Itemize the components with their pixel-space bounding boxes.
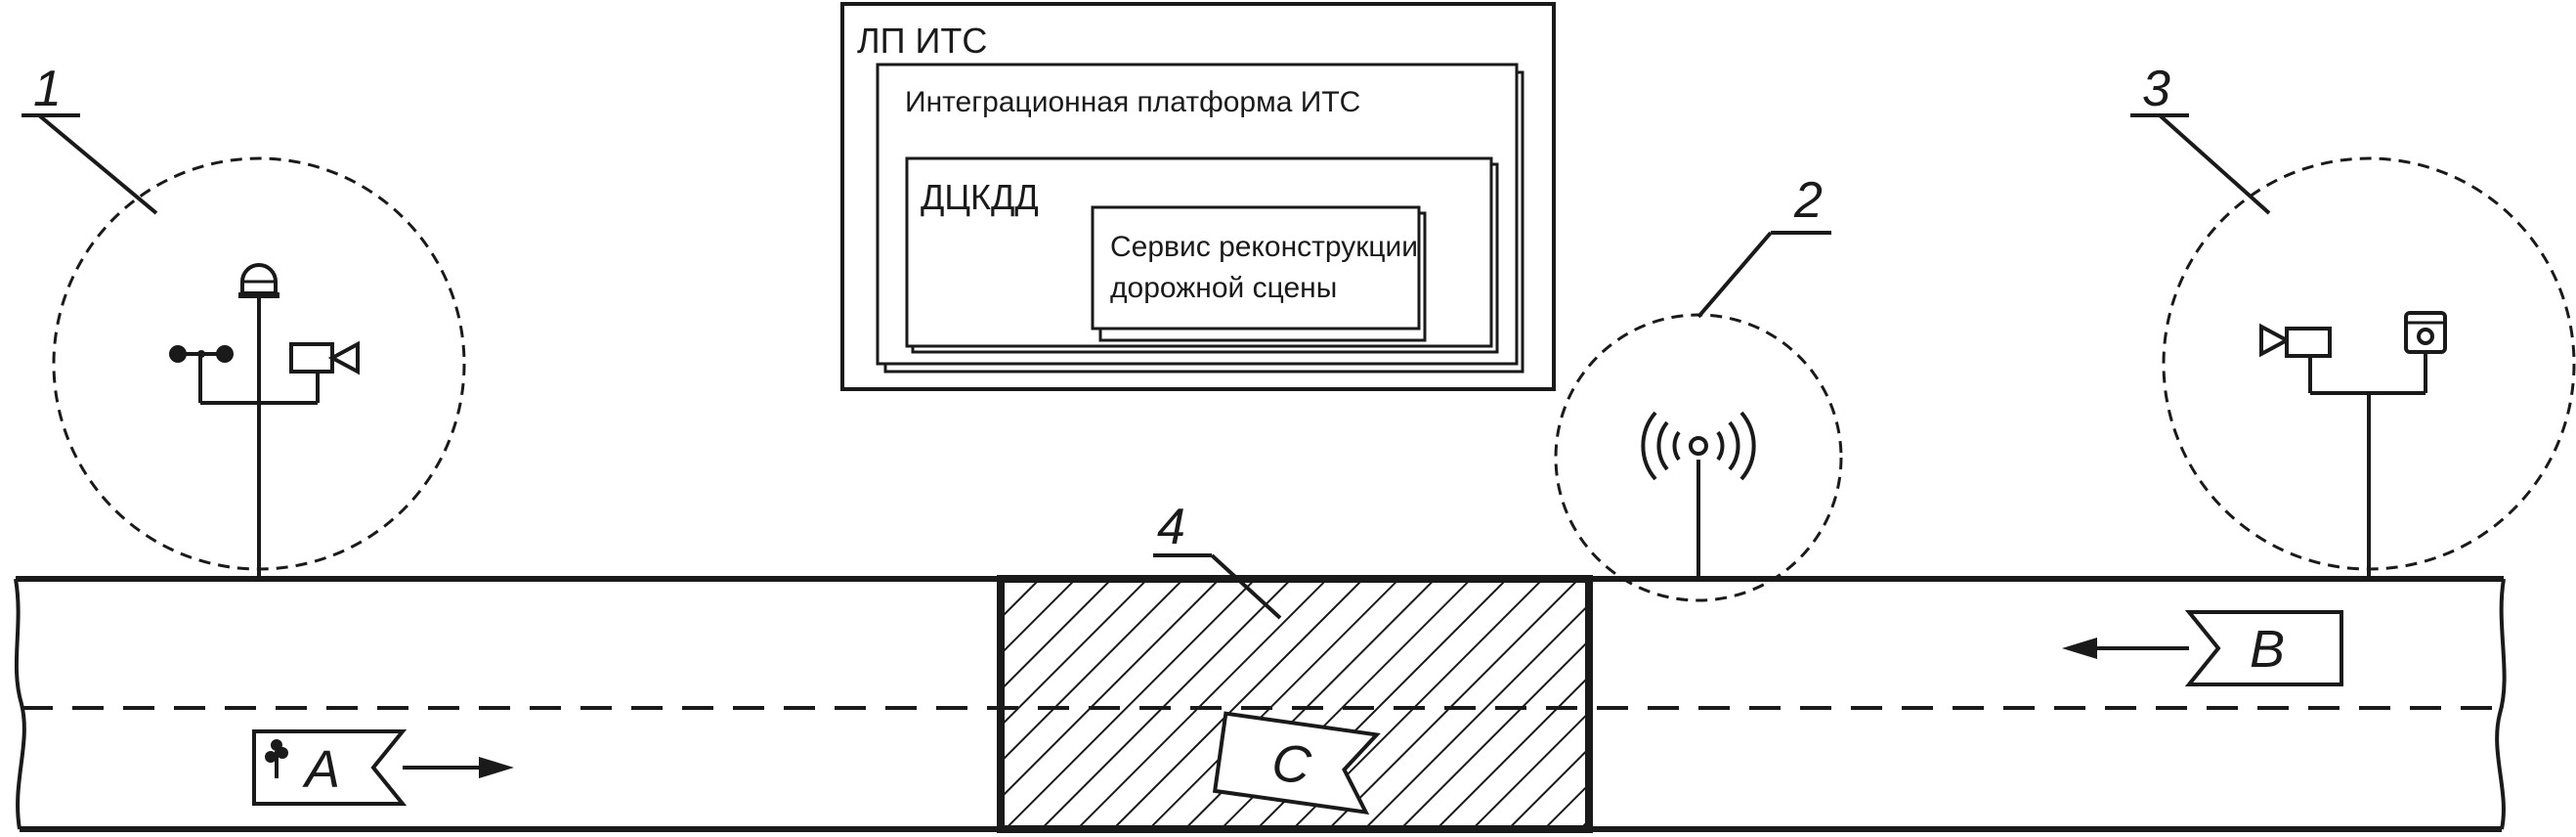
roadside-unit-2: 2 [1554, 172, 1843, 602]
weather-sensor-icon [169, 345, 234, 363]
lp-its-title: ЛП ИТС [857, 21, 987, 61]
callout-2: 2 [1793, 172, 1823, 229]
road-left-break [14, 578, 26, 830]
dome-lamp-icon [238, 263, 279, 298]
roadside-unit-1: 1 [21, 61, 466, 579]
platform-title: Интеграционная платформа ИТС [905, 86, 1360, 118]
vehicle-a: A [252, 729, 514, 806]
vehicle-a-body [252, 729, 408, 806]
callout-4-group: 4 [1153, 499, 1282, 620]
road-right-break [2495, 578, 2507, 830]
vehicle-b: B [2062, 610, 2343, 686]
camera-icon [289, 340, 360, 375]
radar-icon [2404, 311, 2447, 354]
radio-antenna-icon [1641, 411, 1756, 481]
roadside-unit-3: 3 [2130, 61, 2576, 579]
arrow-right-icon [403, 757, 514, 778]
leader-3 [2158, 113, 2271, 215]
service-box [1091, 205, 1421, 330]
callout-1: 1 [33, 61, 62, 117]
leader-2 [1696, 231, 1773, 319]
camera-icon [2259, 323, 2332, 358]
service-title-line2: дорожной сцены [1110, 272, 1337, 304]
vehicle-c: C [1212, 711, 1381, 815]
arrow-left-icon [2062, 638, 2189, 659]
callout-4: 4 [1157, 499, 1185, 555]
system-box: ЛП ИТС Интеграционная платформа ИТС ДЦКД… [840, 2, 1556, 391]
tree-icon [265, 739, 288, 778]
vehicle-b-label: B [2250, 620, 2285, 679]
vehicle-c-label: C [1268, 732, 1315, 796]
vehicle-a-label: A [302, 740, 340, 799]
leader-1 [37, 113, 158, 215]
leader-4 [1210, 553, 1282, 620]
vehicle-b-body [2184, 610, 2343, 686]
dckdd-title: ДЦКДД [921, 177, 1039, 217]
callout-3: 3 [2142, 61, 2170, 117]
vehicle-c-body [1212, 711, 1381, 815]
service-title-line1: Сервис реконструкции [1110, 231, 1418, 263]
